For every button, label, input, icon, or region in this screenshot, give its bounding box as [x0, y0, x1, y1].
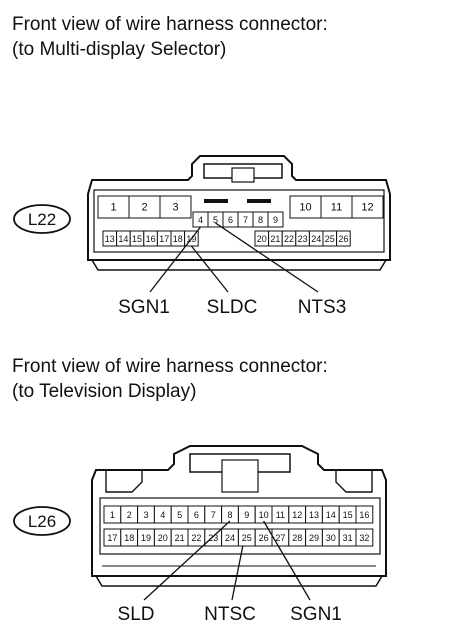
- pin-number: 22: [284, 234, 294, 244]
- pin-number: 26: [338, 234, 348, 244]
- pin-number: 8: [227, 510, 232, 520]
- pin-number: 6: [228, 215, 233, 225]
- pin-number: 12: [292, 510, 302, 520]
- leader-line: [190, 245, 229, 293]
- pin-number: 20: [257, 234, 267, 244]
- signal-label-sgn1: SGN1: [118, 297, 170, 318]
- pin-number: 14: [118, 234, 128, 244]
- pin-number: 15: [343, 510, 353, 520]
- pin-number: 16: [146, 234, 156, 244]
- pin-number: 23: [208, 533, 218, 543]
- pin-number: 14: [326, 510, 336, 520]
- pin-number: 30: [326, 533, 336, 543]
- pin-number: 17: [107, 533, 117, 543]
- pin-number: 23: [298, 234, 308, 244]
- pin-number: 2: [127, 510, 132, 520]
- signal-label-nts3: NTS3: [298, 297, 347, 318]
- pin-number: 13: [309, 510, 319, 520]
- pin-number: 5: [213, 215, 218, 225]
- pin-number: 29: [309, 533, 319, 543]
- connector-l26-id: L26: [28, 512, 56, 531]
- connector-l26-ear-left: [105, 470, 143, 493]
- pin-number: 5: [177, 510, 182, 520]
- pin-number: 1: [110, 202, 116, 214]
- pin-number: 9: [244, 510, 249, 520]
- signal-label-sgn1: SGN1: [290, 604, 342, 625]
- signal-label-sld: SLD: [118, 604, 155, 625]
- pin-number: 27: [275, 533, 285, 543]
- caption-line-2: (to Multi-display Selector): [12, 39, 227, 60]
- pin-cell: [351, 195, 384, 219]
- pin-number: 9: [273, 215, 278, 225]
- pin-number: 3: [172, 202, 178, 214]
- caption-line-2: (to Television Display): [12, 381, 197, 402]
- pin-number: 17: [159, 234, 169, 244]
- pin-number: 10: [299, 202, 311, 214]
- pin-number: 24: [225, 533, 235, 543]
- pin-number: 8: [258, 215, 263, 225]
- pin-number: 25: [325, 234, 335, 244]
- pin-number: 13: [105, 234, 115, 244]
- connector-l26-ledge: [95, 575, 383, 587]
- pin-cell: [336, 230, 351, 247]
- pin-number: 31: [343, 533, 353, 543]
- pin-number: 22: [191, 533, 201, 543]
- pin-number: 7: [243, 215, 248, 225]
- pin-cell: [159, 195, 192, 219]
- pin-number: 21: [270, 234, 280, 244]
- pin-number: 16: [359, 510, 369, 520]
- leader-line: [143, 520, 231, 601]
- caption-line-1: Front view of wire harness connector:: [12, 14, 328, 35]
- leader-line: [231, 545, 244, 601]
- pin-number: 15: [132, 234, 142, 244]
- pin-number: 11: [276, 510, 285, 520]
- leader-line: [263, 520, 311, 601]
- pin-number: 6: [194, 510, 199, 520]
- connector-l22-latch-tab: [231, 167, 255, 183]
- pin-number: 3: [143, 510, 148, 520]
- connector-l26-ear-right: [335, 470, 373, 493]
- pin-number: 11: [331, 202, 342, 214]
- connector-l22-id-badge: [13, 204, 71, 234]
- pin-number: 26: [259, 533, 269, 543]
- pin-number: 18: [124, 533, 134, 543]
- signal-label-ntsc: NTSC: [204, 604, 256, 625]
- pin-cell: [355, 528, 374, 547]
- connector-l26-id-badge: [13, 506, 71, 536]
- pin-number: 21: [175, 533, 185, 543]
- pin-cell: [355, 505, 374, 524]
- caption-line-1: Front view of wire harness connector:: [12, 356, 328, 377]
- signal-label-sldc: SLDC: [207, 297, 258, 318]
- connector-l22-diagram: 1231011124567891314151617181920212223242…: [13, 155, 391, 318]
- caption-television-display: Front view of wire harness connector: (t…: [12, 354, 328, 404]
- pin-number: 10: [259, 510, 269, 520]
- leader-line: [149, 226, 202, 293]
- pin-number: 32: [359, 533, 369, 543]
- pin-cell: [267, 211, 284, 228]
- pin-number: 25: [242, 533, 252, 543]
- connector-l22-slot-right: [247, 199, 271, 203]
- connector-l26-latch-tab: [221, 459, 259, 493]
- connector-l22-id: L22: [28, 210, 56, 229]
- pin-number: 20: [158, 533, 168, 543]
- connector-l22-ledge: [91, 259, 387, 271]
- connector-l22-slot-left: [204, 199, 228, 203]
- leader-line: [215, 222, 319, 293]
- pin-number: 19: [141, 533, 151, 543]
- pin-number: 12: [361, 202, 373, 214]
- pin-number: 7: [211, 510, 216, 520]
- pin-number: 24: [311, 234, 321, 244]
- pin-number: 4: [160, 510, 165, 520]
- pin-number: 1: [110, 510, 115, 520]
- pin-number: 2: [141, 202, 147, 214]
- pin-number: 18: [173, 234, 183, 244]
- caption-multi-display-selector: Front view of wire harness connector: (t…: [12, 12, 328, 62]
- pin-number: 4: [198, 215, 203, 225]
- pin-number: 28: [292, 533, 302, 543]
